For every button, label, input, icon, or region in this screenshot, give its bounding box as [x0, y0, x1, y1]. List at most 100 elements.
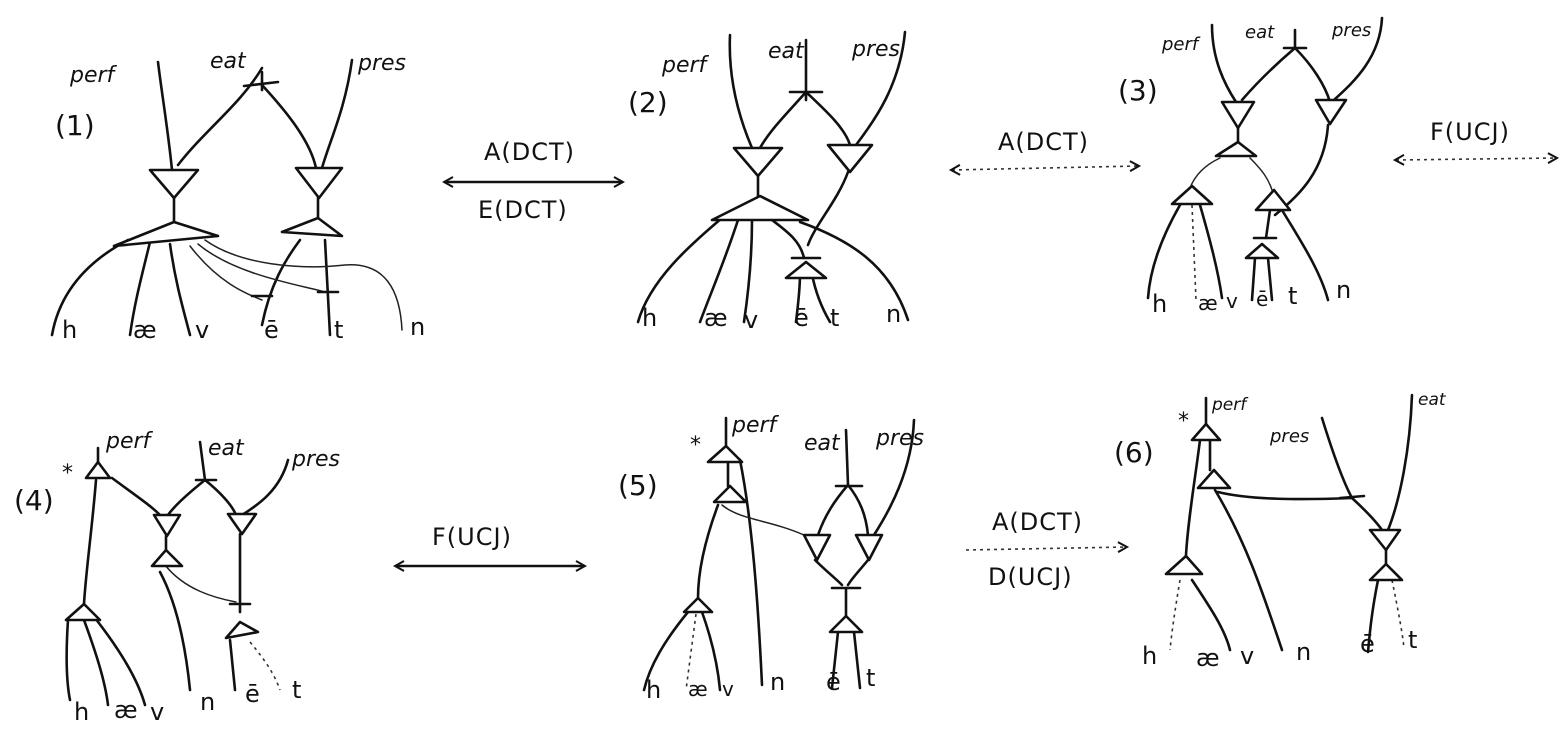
tree-lines [65, 440, 290, 707]
segments: h æ v n ē t [74, 676, 301, 726]
segment: h [62, 316, 77, 344]
segment: ē [245, 680, 260, 708]
segments: h æ v ē t n [62, 313, 425, 344]
segment: n [200, 688, 215, 716]
segment: t [866, 664, 875, 692]
operation-below: E(DCT) [478, 196, 568, 224]
segment: h [1142, 642, 1157, 670]
up-triangle [1244, 242, 1280, 260]
up-triangle [682, 596, 714, 614]
down-triangle [152, 513, 182, 538]
segment: ē [826, 668, 841, 696]
figure-number: (5) [618, 469, 658, 502]
segment: n [1296, 638, 1311, 666]
segments: h æ v ē t n [1152, 276, 1351, 318]
up-triangle [1170, 184, 1214, 206]
up-triangle [784, 260, 828, 280]
arrow [965, 547, 1126, 550]
down-triangle [1368, 528, 1402, 552]
label-eat: eat [768, 39, 805, 64]
double-arrow [1396, 158, 1556, 160]
segment: ē [1360, 630, 1375, 658]
figure-number: (1) [55, 109, 95, 142]
label-eat: eat [1418, 390, 1447, 410]
transition-4: F(UCJ) [396, 523, 584, 566]
segment: æ [1196, 644, 1220, 672]
label-pres: pres [1331, 20, 1371, 41]
segment: v [744, 306, 758, 334]
label-perf: perf [731, 413, 780, 438]
segment: t [1408, 626, 1417, 654]
down-triangle [294, 166, 344, 200]
label-eat: eat [208, 436, 245, 461]
down-triangle [226, 512, 258, 536]
segment: v [722, 677, 734, 701]
figure-4: (4) * perf eat pres [14, 429, 340, 726]
figure-number: (3) [1118, 74, 1158, 107]
label-perf: perf [1161, 34, 1201, 55]
segment: h [646, 676, 661, 704]
segments: h æ v n ē t [646, 664, 875, 704]
segment: n [1336, 276, 1351, 304]
down-triangle [732, 146, 784, 178]
down-triangle [802, 533, 832, 562]
label-eat: eat [1245, 22, 1275, 43]
up-triangle [1196, 468, 1232, 490]
down-triangle [148, 168, 200, 200]
segment: ē [794, 304, 809, 332]
segment: æ [1198, 291, 1218, 315]
transition-2: A(DCT) [952, 128, 1138, 170]
label-perf: perf [661, 53, 710, 78]
up-triangle [1214, 140, 1258, 158]
segment: v [150, 698, 164, 726]
tree-lines [1169, 393, 1414, 654]
up-triangle [224, 620, 260, 640]
star-marker: * [690, 433, 701, 458]
star-marker: * [1178, 409, 1189, 434]
tree-lines [636, 30, 910, 324]
segment: v [1226, 289, 1238, 313]
segment: v [1240, 642, 1254, 670]
operation-below: D(UCJ) [988, 563, 1073, 591]
segment: h [74, 698, 89, 726]
segment: h [1152, 290, 1167, 318]
segment: æ [133, 316, 157, 344]
figure-number: (4) [14, 484, 54, 517]
operation-above: F(UCJ) [432, 523, 512, 551]
up-triangle [112, 220, 220, 248]
operation-above: A(DCT) [992, 508, 1083, 536]
operation-above: A(DCT) [484, 138, 575, 166]
segment: h [642, 304, 657, 332]
operation-above: A(DCT) [998, 128, 1089, 156]
label-pres: pres [851, 37, 900, 62]
segment: ē [264, 316, 279, 344]
double-arrow [952, 166, 1138, 170]
segment: n [886, 300, 901, 328]
figure-number: (2) [628, 86, 668, 119]
figure-1: (1) perf eat pres h æ [50, 49, 425, 344]
up-triangle [1190, 422, 1222, 442]
segment: n [770, 668, 785, 696]
up-triangle [706, 444, 744, 464]
tree-lines [642, 416, 916, 692]
label-perf: perf [105, 429, 154, 454]
down-triangle [854, 533, 884, 562]
up-triangle [84, 460, 112, 480]
transition-1: A(DCT) E(DCT) [445, 138, 622, 224]
tree-lines [1146, 16, 1384, 302]
segment: t [334, 316, 343, 344]
up-triangle [1164, 554, 1204, 576]
label-eat: eat [804, 431, 841, 456]
label-pres: pres [357, 51, 406, 76]
star-marker: * [62, 461, 73, 486]
segment: n [410, 313, 425, 341]
label-eat: eat [210, 49, 247, 74]
label-perf: perf [1211, 395, 1249, 415]
figure-2: (2) perf eat pres h æ v [628, 30, 910, 334]
down-triangle [1220, 100, 1256, 130]
segments: h æ v ē t n [642, 300, 901, 334]
transition-3: F(UCJ) [1396, 118, 1556, 160]
segment: ē [1256, 287, 1268, 311]
segment: æ [688, 677, 708, 701]
figure-6: (6) * perf pres eat h æ v [1114, 390, 1447, 672]
